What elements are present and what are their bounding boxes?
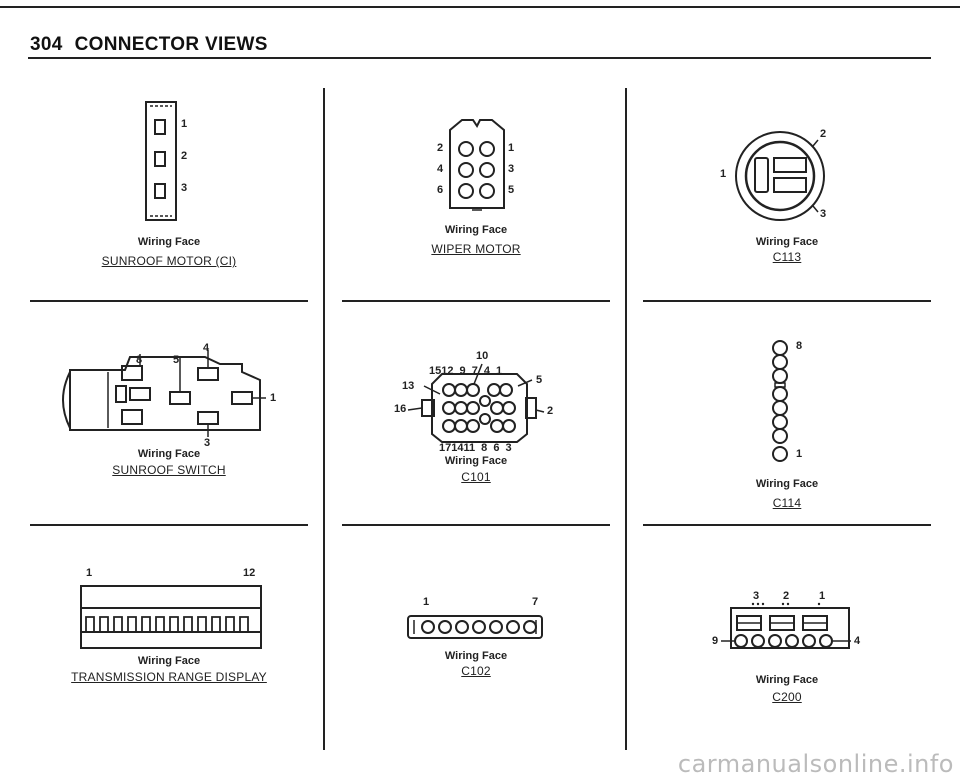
connector-title: SUNROOF MOTOR (CI)	[101, 254, 237, 268]
pin-label: 2	[437, 142, 444, 154]
connector-c200: 3 2 1 9 4 Wiring Face C200	[643, 526, 931, 750]
page-header: 304 CONNECTOR VIEWS	[30, 34, 268, 56]
wiring-face-label: Wiring Face	[137, 448, 201, 460]
connector-title: SUNROOF SWITCH	[112, 463, 226, 477]
connector-c101: 10 1512 9 7 4 1 13 16 5 2 171411 8 6 3 W…	[342, 302, 610, 524]
connector-title: TRANSMISSION RANGE DISPLAY	[71, 670, 267, 684]
page-title: CONNECTOR VIEWS	[74, 34, 268, 55]
pin-label: 3	[181, 182, 188, 194]
connector-c113: 1 2 3 Wiring Face C113	[643, 60, 931, 300]
connector-diagram	[145, 101, 177, 221]
pin-label: 6	[437, 184, 444, 196]
pin-label: 1	[819, 590, 826, 602]
pin-label: 1	[86, 567, 93, 579]
pin-label: 7	[532, 596, 539, 608]
pin-label: 10	[476, 350, 489, 362]
pin-label: 3	[820, 208, 827, 220]
pin-label: 8	[136, 354, 143, 366]
connector-sunroof-motor: 1 2 3 Wiring Face SUNROOF MOTOR (CI)	[30, 60, 308, 300]
connector-title: WIPER MOTOR	[431, 242, 521, 256]
wiring-face-label: Wiring Face	[444, 224, 508, 236]
pin-label: 4	[203, 342, 210, 354]
pin-label: 5	[536, 374, 543, 386]
pin-label: 4	[437, 163, 444, 175]
wiring-face-label: Wiring Face	[755, 236, 819, 248]
top-border	[0, 6, 960, 8]
connector-title: C102	[461, 664, 491, 678]
pin-label: 2	[547, 405, 554, 417]
pin-label: 5	[173, 354, 180, 366]
pin-label: 2	[181, 150, 188, 162]
row-divider	[342, 524, 610, 526]
connector-c102: 1 7 Wiring Face C102	[342, 526, 610, 750]
pin-label: 13	[402, 380, 415, 392]
page-number: 304	[30, 34, 63, 55]
connector-diagram	[449, 119, 505, 211]
connector-diagram	[407, 615, 543, 639]
header-rule	[28, 57, 931, 59]
pin-label: 171411 8 6 3	[439, 442, 512, 454]
connector-c114: 8 1 Wiring Face C114	[643, 302, 931, 524]
pin-label: 2	[820, 128, 827, 140]
column-divider-left	[323, 88, 325, 750]
pin-label: 1	[270, 392, 277, 404]
connector-wiper-motor: 1 2 3 4 5 6 Wiring Face WIPER MOTOR	[342, 60, 610, 300]
row-divider	[643, 300, 931, 302]
connector-diagram	[735, 131, 825, 221]
connector-title: C114	[772, 496, 802, 510]
connector-title: C101	[461, 470, 491, 484]
row-divider	[30, 300, 308, 302]
pin-label: 12	[243, 567, 256, 579]
row-divider	[30, 524, 308, 526]
pin-label: 3	[204, 437, 211, 449]
pin-label: 3	[508, 163, 515, 175]
pin-label: 9	[712, 635, 719, 647]
connector-title: C200	[772, 690, 802, 704]
pin-label: 1	[796, 448, 803, 460]
wiring-face-label: Wiring Face	[444, 455, 508, 467]
pin-label: 1	[423, 596, 430, 608]
pin-label: 4	[854, 635, 861, 647]
pin-label: 1512 9 7 4 1	[429, 365, 503, 377]
wiring-face-label: Wiring Face	[755, 478, 819, 490]
connector-sunroof-switch: 8 5 4 1 3 Wiring Face SUNROOF SWITCH	[30, 302, 308, 524]
watermark: carmanualsonline.info	[677, 750, 954, 778]
connector-diagram	[62, 350, 266, 437]
row-divider	[342, 300, 610, 302]
pin-label: 1	[181, 118, 188, 130]
pin-label: 16	[394, 403, 407, 415]
wiring-face-label: Wiring Face	[137, 655, 201, 667]
connector-diagram	[772, 340, 788, 462]
wiring-face-label: Wiring Face	[444, 650, 508, 662]
pin-label: 1	[720, 168, 727, 180]
pin-label: 5	[508, 184, 515, 196]
column-divider-right	[625, 88, 627, 750]
wiring-face-label: Wiring Face	[755, 674, 819, 686]
connector-diagram	[407, 363, 545, 443]
pin-label: 8	[796, 340, 803, 352]
pin-label: 1	[508, 142, 515, 154]
connector-transmission-range-display: 1 12 Wiring Face TRANSMISSION RANGE DISP…	[30, 526, 308, 750]
wiring-face-label: Wiring Face	[137, 236, 201, 248]
connector-diagram	[80, 585, 262, 649]
pin-label: 2	[783, 590, 790, 602]
row-divider	[643, 524, 931, 526]
connector-title: C113	[772, 250, 802, 264]
connector-diagram	[721, 602, 851, 649]
pin-label: 3	[753, 590, 760, 602]
